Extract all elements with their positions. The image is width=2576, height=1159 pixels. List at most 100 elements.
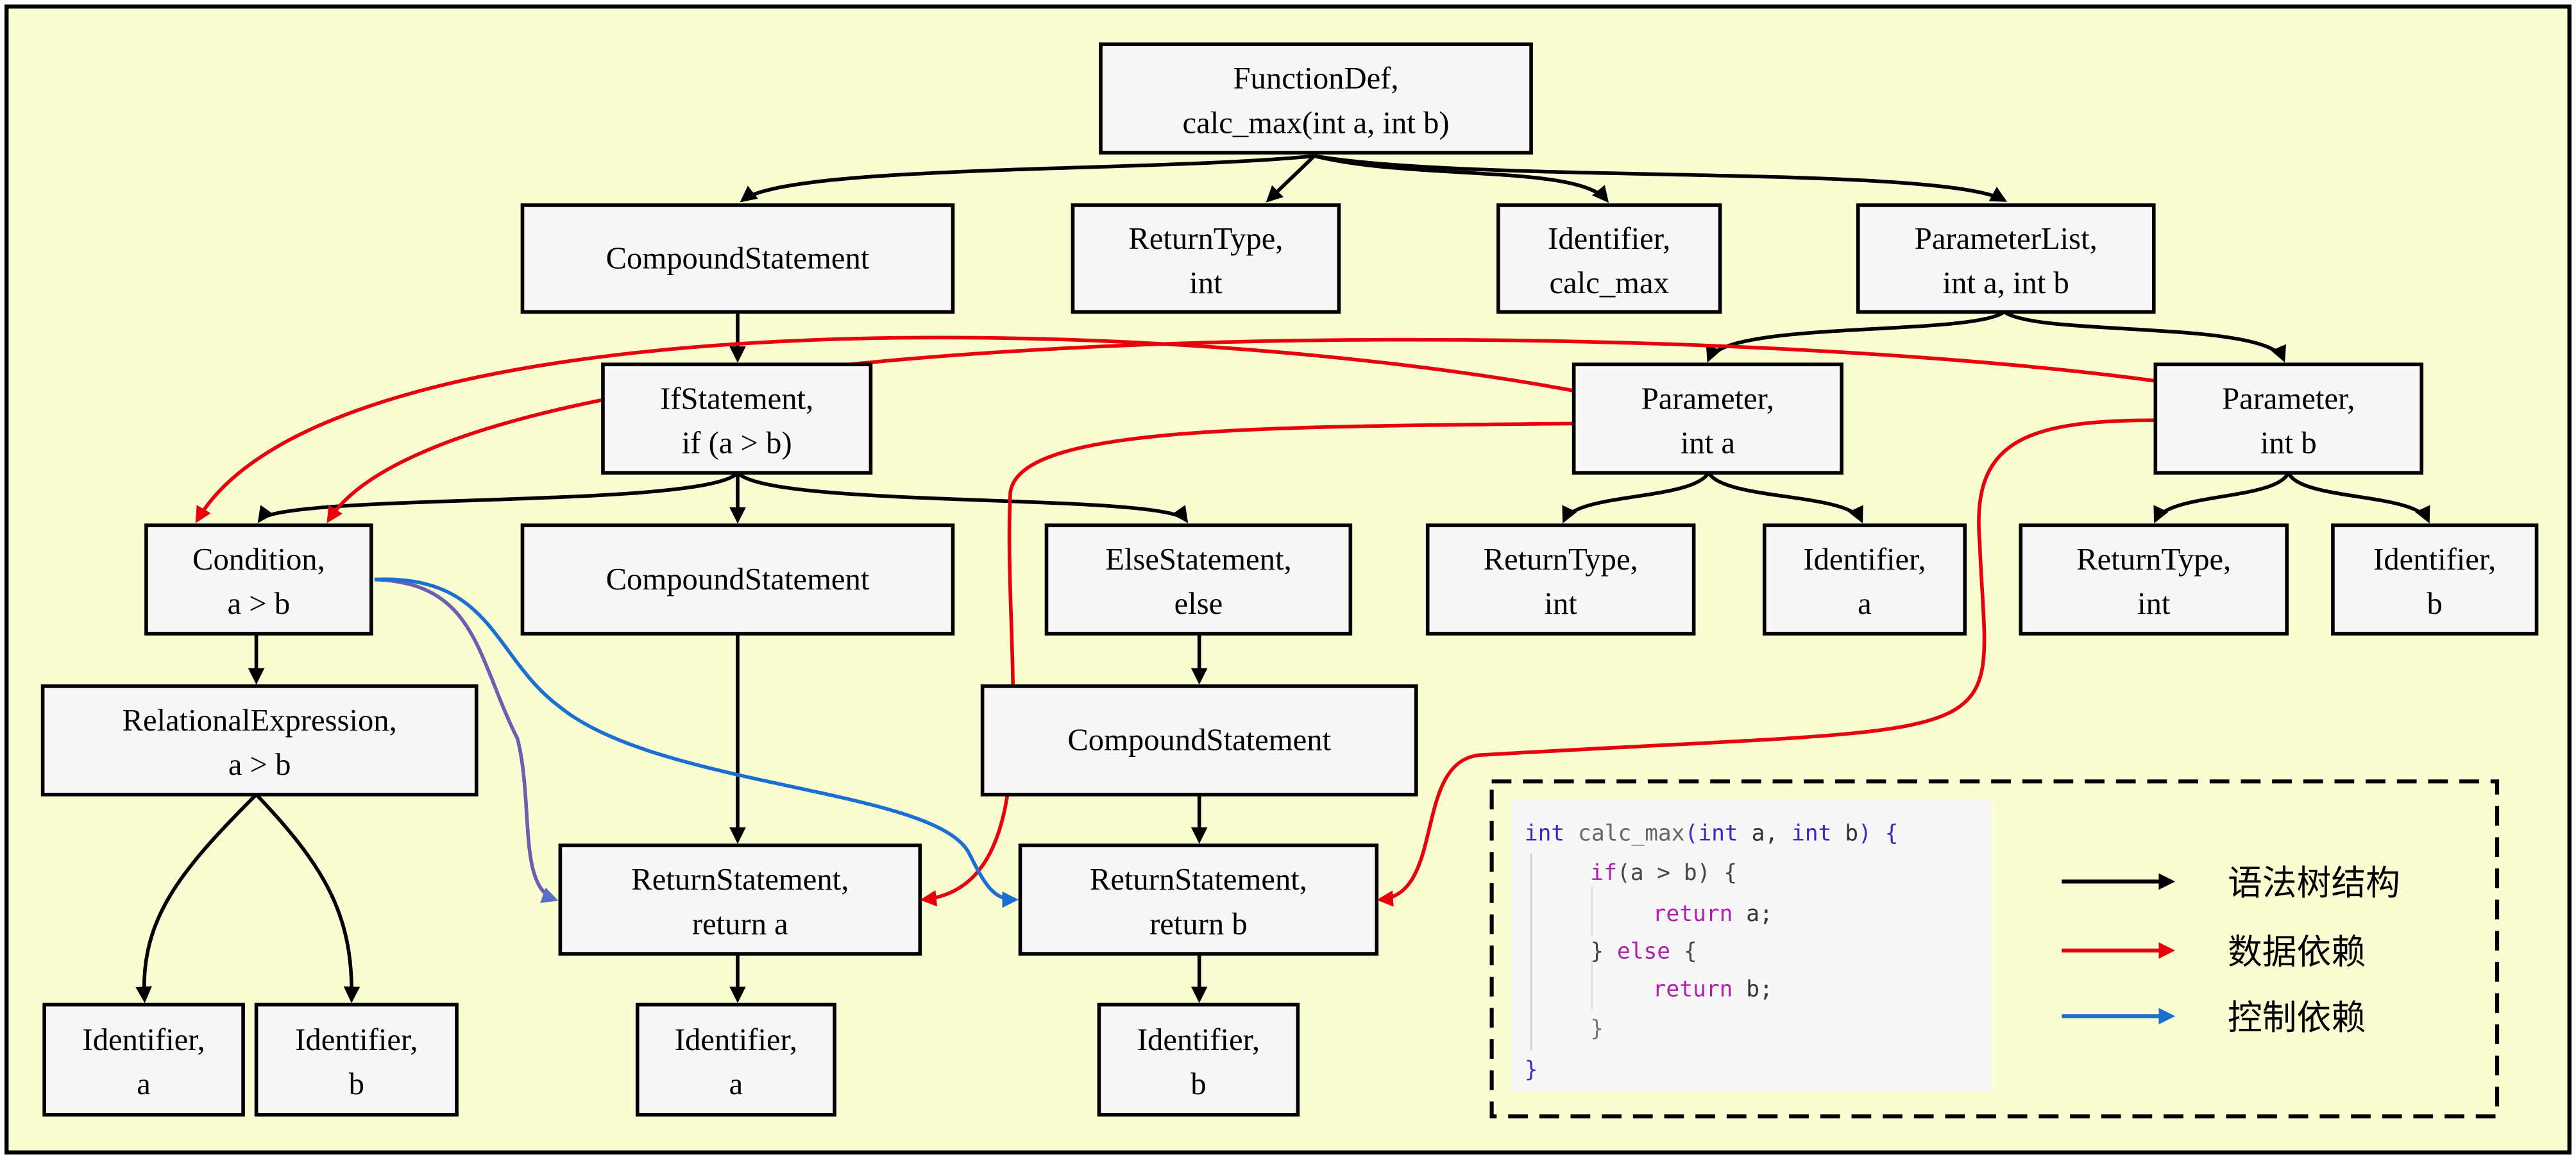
- node-label-line: else: [1174, 586, 1223, 621]
- node-label-line: Parameter,: [1641, 381, 1774, 416]
- node-box: [558, 843, 922, 956]
- node-label-line: CompoundStatement: [1067, 723, 1331, 757]
- node-condition: Condition, a > b: [144, 523, 373, 636]
- node-box: [254, 1002, 459, 1117]
- control-dependency-edges: [374, 577, 1019, 908]
- node-label-line: ParameterList,: [1915, 221, 2097, 256]
- node-box: [1856, 203, 2156, 314]
- legend-box: int calc_max(int a, int b) { if(a > b) {…: [1489, 779, 2500, 1119]
- node-rel-id-b: Identifier, b: [254, 1002, 459, 1117]
- node-label-line: b: [2427, 586, 2443, 621]
- node-box: [1018, 843, 1379, 956]
- node-return-a: ReturnStatement, return a: [558, 843, 922, 956]
- node-label-line: int a, int b: [1943, 266, 2069, 300]
- node-label-line: a: [137, 1067, 151, 1101]
- node-parameter-list: ParameterList, int a, int b: [1856, 203, 2156, 314]
- node-identifier-b-param: Identifier, b: [2331, 523, 2539, 636]
- legend-data-label: 数据依赖: [2228, 931, 2366, 972]
- node-label-line: Identifier,: [1137, 1022, 1260, 1057]
- svg-text:}: }: [1525, 1057, 1538, 1083]
- node-box: [2153, 362, 2424, 475]
- node-label-line: if (a > b): [682, 425, 792, 460]
- node-label-line: Identifier,: [675, 1022, 797, 1057]
- node-box: [42, 1002, 245, 1117]
- svg-text:} else {: } else {: [1590, 939, 1697, 965]
- node-box: [1097, 1002, 1300, 1117]
- node-compound-3: CompoundStatement: [980, 684, 1418, 797]
- node-box: [144, 523, 373, 636]
- node-return-type-b: ReturnType, int: [2019, 523, 2289, 636]
- code-snippet-background: [1511, 799, 1992, 1092]
- node-label-line: CompoundStatement: [606, 562, 870, 596]
- node-label-line: return a: [692, 906, 788, 941]
- node-box: [1099, 42, 1533, 155]
- node-return-b: ReturnStatement, return b: [1018, 843, 1379, 956]
- node-box: [1496, 203, 1722, 314]
- node-identifier-a-param: Identifier,a: [1762, 523, 1967, 636]
- node-box: [1071, 203, 1341, 314]
- node-label-line: RelationalExpression,: [123, 703, 397, 738]
- svg-text:return a;: return a;: [1653, 901, 1773, 927]
- node-label-line: b: [1191, 1067, 1206, 1101]
- node-label-line: ReturnStatement,: [1090, 862, 1307, 897]
- node-box: [1572, 362, 1843, 475]
- node-label-line: ElseStatement,: [1105, 542, 1291, 577]
- node-box: [520, 523, 955, 636]
- node-box: [1044, 523, 1353, 636]
- node-else-statement: ElseStatement, else: [1044, 523, 1353, 636]
- node-label-line: Parameter,: [2222, 381, 2355, 416]
- legend-syntax-label: 语法树结构: [2228, 863, 2400, 903]
- svg-text:int calc_max(int a, int b) {: int calc_max(int a, int b) {: [1525, 820, 1899, 846]
- node-label-line: Identifier,: [295, 1022, 418, 1057]
- node-label-line: ReturnType,: [2076, 542, 2231, 577]
- node-parameter-b: Parameter, int b: [2153, 362, 2424, 475]
- node-box: [635, 1002, 836, 1117]
- node-label-line: a > b: [228, 586, 291, 621]
- node-label-line: int a: [1681, 425, 1735, 460]
- node-label-line: CompoundStatement: [606, 241, 870, 275]
- node-rel-id-a: Identifier, a: [42, 1002, 245, 1117]
- node-label-line: FunctionDef,: [1233, 61, 1399, 96]
- data-dependency-edges: [195, 335, 2156, 907]
- node-box: [2019, 523, 2289, 636]
- node-label-line: Condition,: [192, 542, 325, 577]
- node-if-statement: IfStatement,if (a > b): [601, 362, 873, 475]
- legend-control-label: 控制依赖: [2228, 997, 2366, 1038]
- node-compound-1: CompoundStatement: [520, 203, 955, 314]
- node-box: [1425, 523, 1696, 636]
- node-return-type-a: ReturnType, int: [1425, 523, 1696, 636]
- node-relational: RelationalExpression, a > b: [40, 684, 479, 797]
- node-label-line: Identifier,: [2373, 542, 2496, 577]
- node-label-line: ReturnType,: [1484, 542, 1638, 577]
- node-label-line: Identifier,: [83, 1022, 205, 1057]
- node-box: [601, 362, 873, 475]
- node-label-line: a > b: [228, 747, 291, 782]
- node-ret-id-a: Identifier, a: [635, 1002, 836, 1117]
- svg-text:if(a > b) {: if(a > b) {: [1590, 860, 1737, 886]
- node-label-line: int: [1189, 266, 1223, 300]
- node-return-type-1: ReturnType, int: [1071, 203, 1341, 314]
- svg-text:return b;: return b;: [1653, 977, 1773, 1002]
- node-label-line: return b: [1149, 906, 1248, 941]
- node-identifier-1: Identifier, calc_max: [1496, 203, 1722, 314]
- code-snippet: int calc_max(int a, int b) { if(a > b) {…: [1525, 820, 1899, 1083]
- node-box: [2331, 523, 2539, 636]
- node-label-line: Identifier,: [1548, 221, 1670, 256]
- node-compound-2: CompoundStatement: [520, 523, 955, 636]
- node-label-line: int: [2137, 586, 2171, 621]
- node-label-line: calc_max: [1550, 266, 1669, 300]
- node-box: [40, 684, 479, 797]
- node-function-def: FunctionDef,calc_max(int a, int b): [1099, 42, 1533, 155]
- node-label-line: ReturnType,: [1128, 221, 1283, 256]
- node-box: [1762, 523, 1967, 636]
- node-label-line: int b: [2260, 425, 2317, 460]
- node-label-line: b: [349, 1067, 364, 1101]
- svg-text:}: }: [1590, 1016, 1604, 1042]
- node-label-line: a: [1858, 586, 1872, 621]
- node-label-line: a: [729, 1067, 743, 1101]
- node-label-line: ReturnStatement,: [631, 862, 849, 897]
- node-label-line: int: [1544, 586, 1577, 621]
- node-box: [520, 203, 955, 314]
- node-parameter-a: Parameter, int a: [1572, 362, 1843, 475]
